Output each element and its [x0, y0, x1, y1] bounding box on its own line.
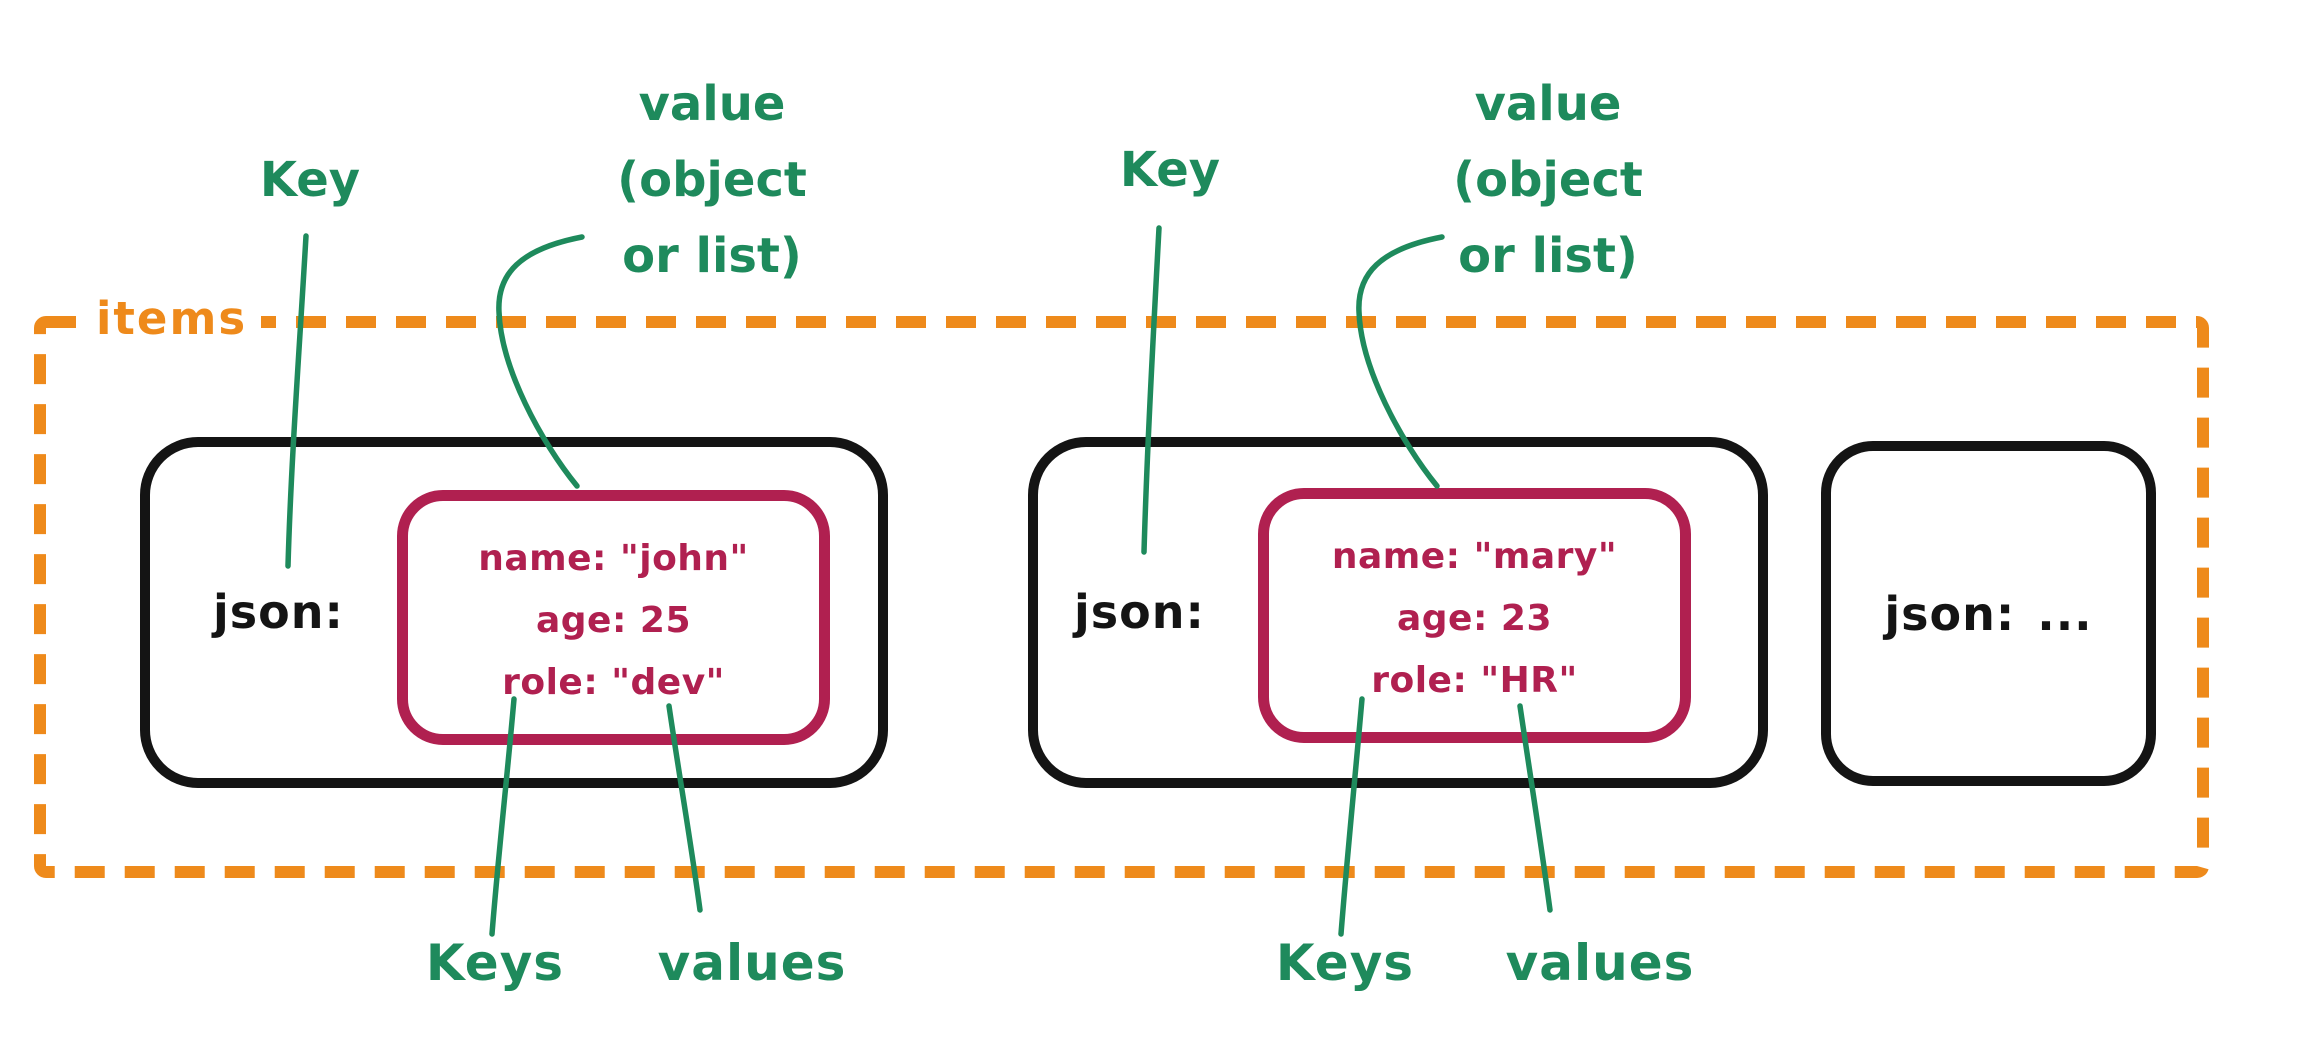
object-entry-name-2: name: "mary": [1331, 535, 1618, 577]
item-card-3: json:...: [1821, 441, 2156, 786]
value-annotation-1-line-3: or list): [622, 228, 802, 284]
json-key-label-2: json:: [1074, 585, 1205, 639]
value-annotation-2-line-3: or list): [1458, 228, 1638, 284]
value-annotation-2-line-2: (object: [1453, 152, 1643, 208]
keys-annotation-1: Keys: [425, 934, 565, 992]
value-annotation-1-line-1: value: [638, 76, 786, 132]
object-entry-age-2: age: 23: [1396, 597, 1552, 639]
value-annotation-2-line-1: value: [1474, 76, 1622, 132]
value-annotation-2: value (object or list): [1453, 66, 1643, 294]
object-value-box-2: name: "mary" age: 23 role: "HR": [1258, 488, 1691, 743]
json-key-label-1: json:: [213, 585, 344, 639]
ellipsis-text: ...: [2037, 586, 2093, 641]
keys-annotation-2: Keys: [1275, 934, 1415, 992]
value-annotation-1: value (object or list): [617, 66, 807, 294]
items-group-label: items: [82, 292, 262, 345]
object-entry-role-1: role: "dev": [502, 661, 725, 703]
item-card-1: json: name: "john" age: 25 role: "dev": [140, 437, 888, 788]
object-entry-name-1: name: "john": [478, 537, 749, 579]
key-annotation-2: Key: [1119, 142, 1221, 198]
object-entry-role-2: role: "HR": [1371, 659, 1578, 701]
json-key-text-3: json:: [1884, 586, 2016, 641]
item-card-2: json: name: "mary" age: 23 role: "HR": [1028, 437, 1768, 788]
values-annotation-2: values: [1505, 934, 1695, 992]
object-entry-age-1: age: 25: [535, 599, 691, 641]
key-annotation-1: Key: [259, 152, 361, 208]
value-annotation-1-line-2: (object: [617, 152, 807, 208]
object-value-box-1: name: "john" age: 25 role: "dev": [397, 490, 830, 745]
json-key-label-3: json:...: [1831, 451, 2146, 776]
values-annotation-1: values: [657, 934, 847, 992]
